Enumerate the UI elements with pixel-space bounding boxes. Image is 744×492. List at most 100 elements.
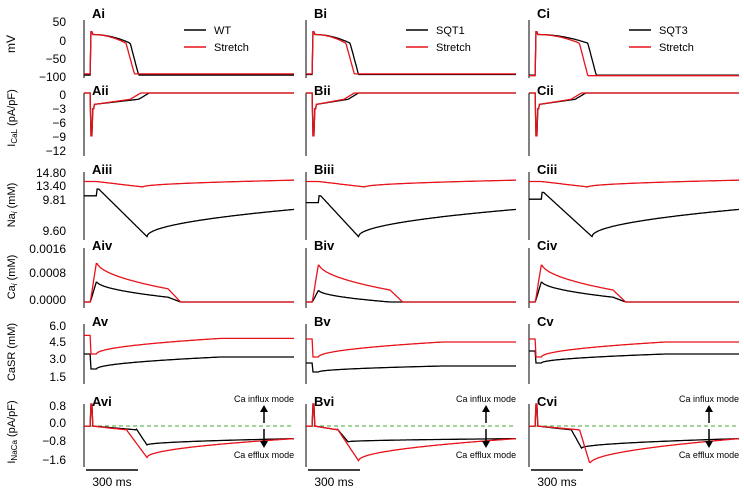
annotation-efflux: Ca efflux mode <box>234 450 294 460</box>
series-stretch-line <box>529 264 739 303</box>
series-control-line <box>529 281 739 303</box>
tick-label: 0 <box>59 88 66 102</box>
panel-label: Bi <box>314 6 327 21</box>
panel-label: Aiv <box>92 238 113 253</box>
panel-label: Cii <box>537 83 554 98</box>
series-stretch-line <box>84 179 294 188</box>
panel-label: Cvi <box>537 394 557 409</box>
series-control-line <box>306 289 516 303</box>
series-control-line <box>84 281 294 303</box>
series-control-line <box>306 195 517 238</box>
panel-label: Biv <box>314 238 335 253</box>
tick-label: 0.0008 <box>29 266 66 280</box>
series-stretch-line <box>84 92 294 137</box>
series-control-line <box>306 92 516 137</box>
efflux-arrowhead <box>705 441 713 448</box>
series-stretch-line <box>306 338 516 358</box>
legend-label-control: SQT3 <box>659 25 688 37</box>
tick-label: −1.6 <box>42 453 66 467</box>
annotation-influx: Ca influx mode <box>234 394 294 404</box>
efflux-arrowhead <box>482 441 490 448</box>
series-control-line <box>84 403 295 446</box>
tick-label: 4.5 <box>49 335 66 349</box>
series-stretch-line <box>306 264 516 303</box>
panel-label: Ciii <box>537 162 557 177</box>
tick-label: 1.5 <box>49 370 66 384</box>
panel-label: Bii <box>314 83 331 98</box>
series-stretch-line <box>529 338 739 358</box>
series-control-line <box>529 350 739 364</box>
series-control-line <box>84 92 294 137</box>
influx-arrowhead <box>482 405 490 412</box>
influx-arrowhead <box>705 405 713 412</box>
legend-label-control: WT <box>214 25 231 37</box>
series-control-line <box>529 92 739 137</box>
series-stretch-line <box>84 334 294 355</box>
tick-label: 9.81 <box>43 193 67 207</box>
series-control-line <box>84 188 295 238</box>
panel-label: Av <box>92 314 109 329</box>
series-stretch-line <box>529 179 739 188</box>
panel-label: Aiii <box>92 162 112 177</box>
series-control-line <box>84 353 294 370</box>
series-stretch-line <box>84 403 295 459</box>
scale-bar-label: 300 ms <box>314 475 353 489</box>
tick-label: 9.60 <box>43 224 67 238</box>
panel-label: Ai <box>92 6 105 21</box>
series-stretch-line <box>529 403 740 464</box>
tick-label: 50 <box>53 15 67 29</box>
annotation-efflux: Ca efflux mode <box>456 450 516 460</box>
scale-bar-label: 300 ms <box>92 475 131 489</box>
panel-label: Civ <box>537 238 558 253</box>
tick-label: −100 <box>39 70 66 84</box>
tick-label: −12 <box>46 144 67 158</box>
series-control-line <box>529 30 739 76</box>
legend-label-stretch: Stretch <box>214 42 249 54</box>
annotation-influx: Ca influx mode <box>456 394 516 404</box>
panel-label: Bvi <box>314 394 334 409</box>
tick-label: 13.40 <box>36 179 66 193</box>
annotation-efflux: Ca efflux mode <box>679 450 739 460</box>
series-stretch-line <box>529 30 739 77</box>
ylabel-inaca: INaCa (pA/pF) <box>6 400 19 463</box>
legend-label-stretch: Stretch <box>659 42 694 54</box>
y-axis-ticks: 50 0 −50 −100 0 −3 −6 −9 −12 14.80 13.40… <box>29 15 66 467</box>
tick-label: −0.8 <box>42 434 66 448</box>
series-stretch-line <box>306 403 517 462</box>
tick-label: 14.80 <box>36 166 66 180</box>
series-stretch-line <box>529 92 739 137</box>
tick-label: 0.0000 <box>29 293 66 307</box>
tick-label: −6 <box>52 116 66 130</box>
tick-label: 6.0 <box>49 319 66 333</box>
ylabel-ical: ICaL (pA/pF) <box>6 89 19 146</box>
tick-label: −3 <box>52 102 66 116</box>
annotation-influx: Ca influx mode <box>679 394 739 404</box>
legend-label-control: SQT1 <box>436 25 465 37</box>
panel-label: Ci <box>537 6 550 21</box>
panel-label: Cv <box>537 314 554 329</box>
ylabel-casr: CaSR (mM) <box>6 323 18 381</box>
panel-label: Biii <box>314 162 334 177</box>
y-axis-labels: mV ICaL (pA/pF) Nai (mM) Cai (mM) CaSR (… <box>4 35 19 464</box>
series-control-line <box>84 30 294 76</box>
series-stretch-line <box>306 92 516 137</box>
ylabel-cai: Cai (mM) <box>6 255 19 300</box>
tick-label: 0 <box>59 34 66 48</box>
panel-label: Bv <box>314 314 331 329</box>
series-stretch-line <box>84 262 294 303</box>
panel-label: Aii <box>92 83 109 98</box>
tick-label: 0.0 <box>49 416 66 430</box>
efflux-arrowhead <box>260 441 268 448</box>
ylabel-mv: mV <box>4 35 18 53</box>
ylabel-nai: Nai (mM) <box>6 183 19 228</box>
scale-bar-label: 300 ms <box>537 475 576 489</box>
legend-label-stretch: Stretch <box>436 42 471 54</box>
tick-label: 0.8 <box>49 399 66 413</box>
panel-label: Avi <box>92 394 112 409</box>
influx-arrowhead <box>260 405 268 412</box>
series-control-line <box>306 362 516 373</box>
series-stretch-line <box>306 179 516 188</box>
series-stretch-line <box>306 30 516 75</box>
